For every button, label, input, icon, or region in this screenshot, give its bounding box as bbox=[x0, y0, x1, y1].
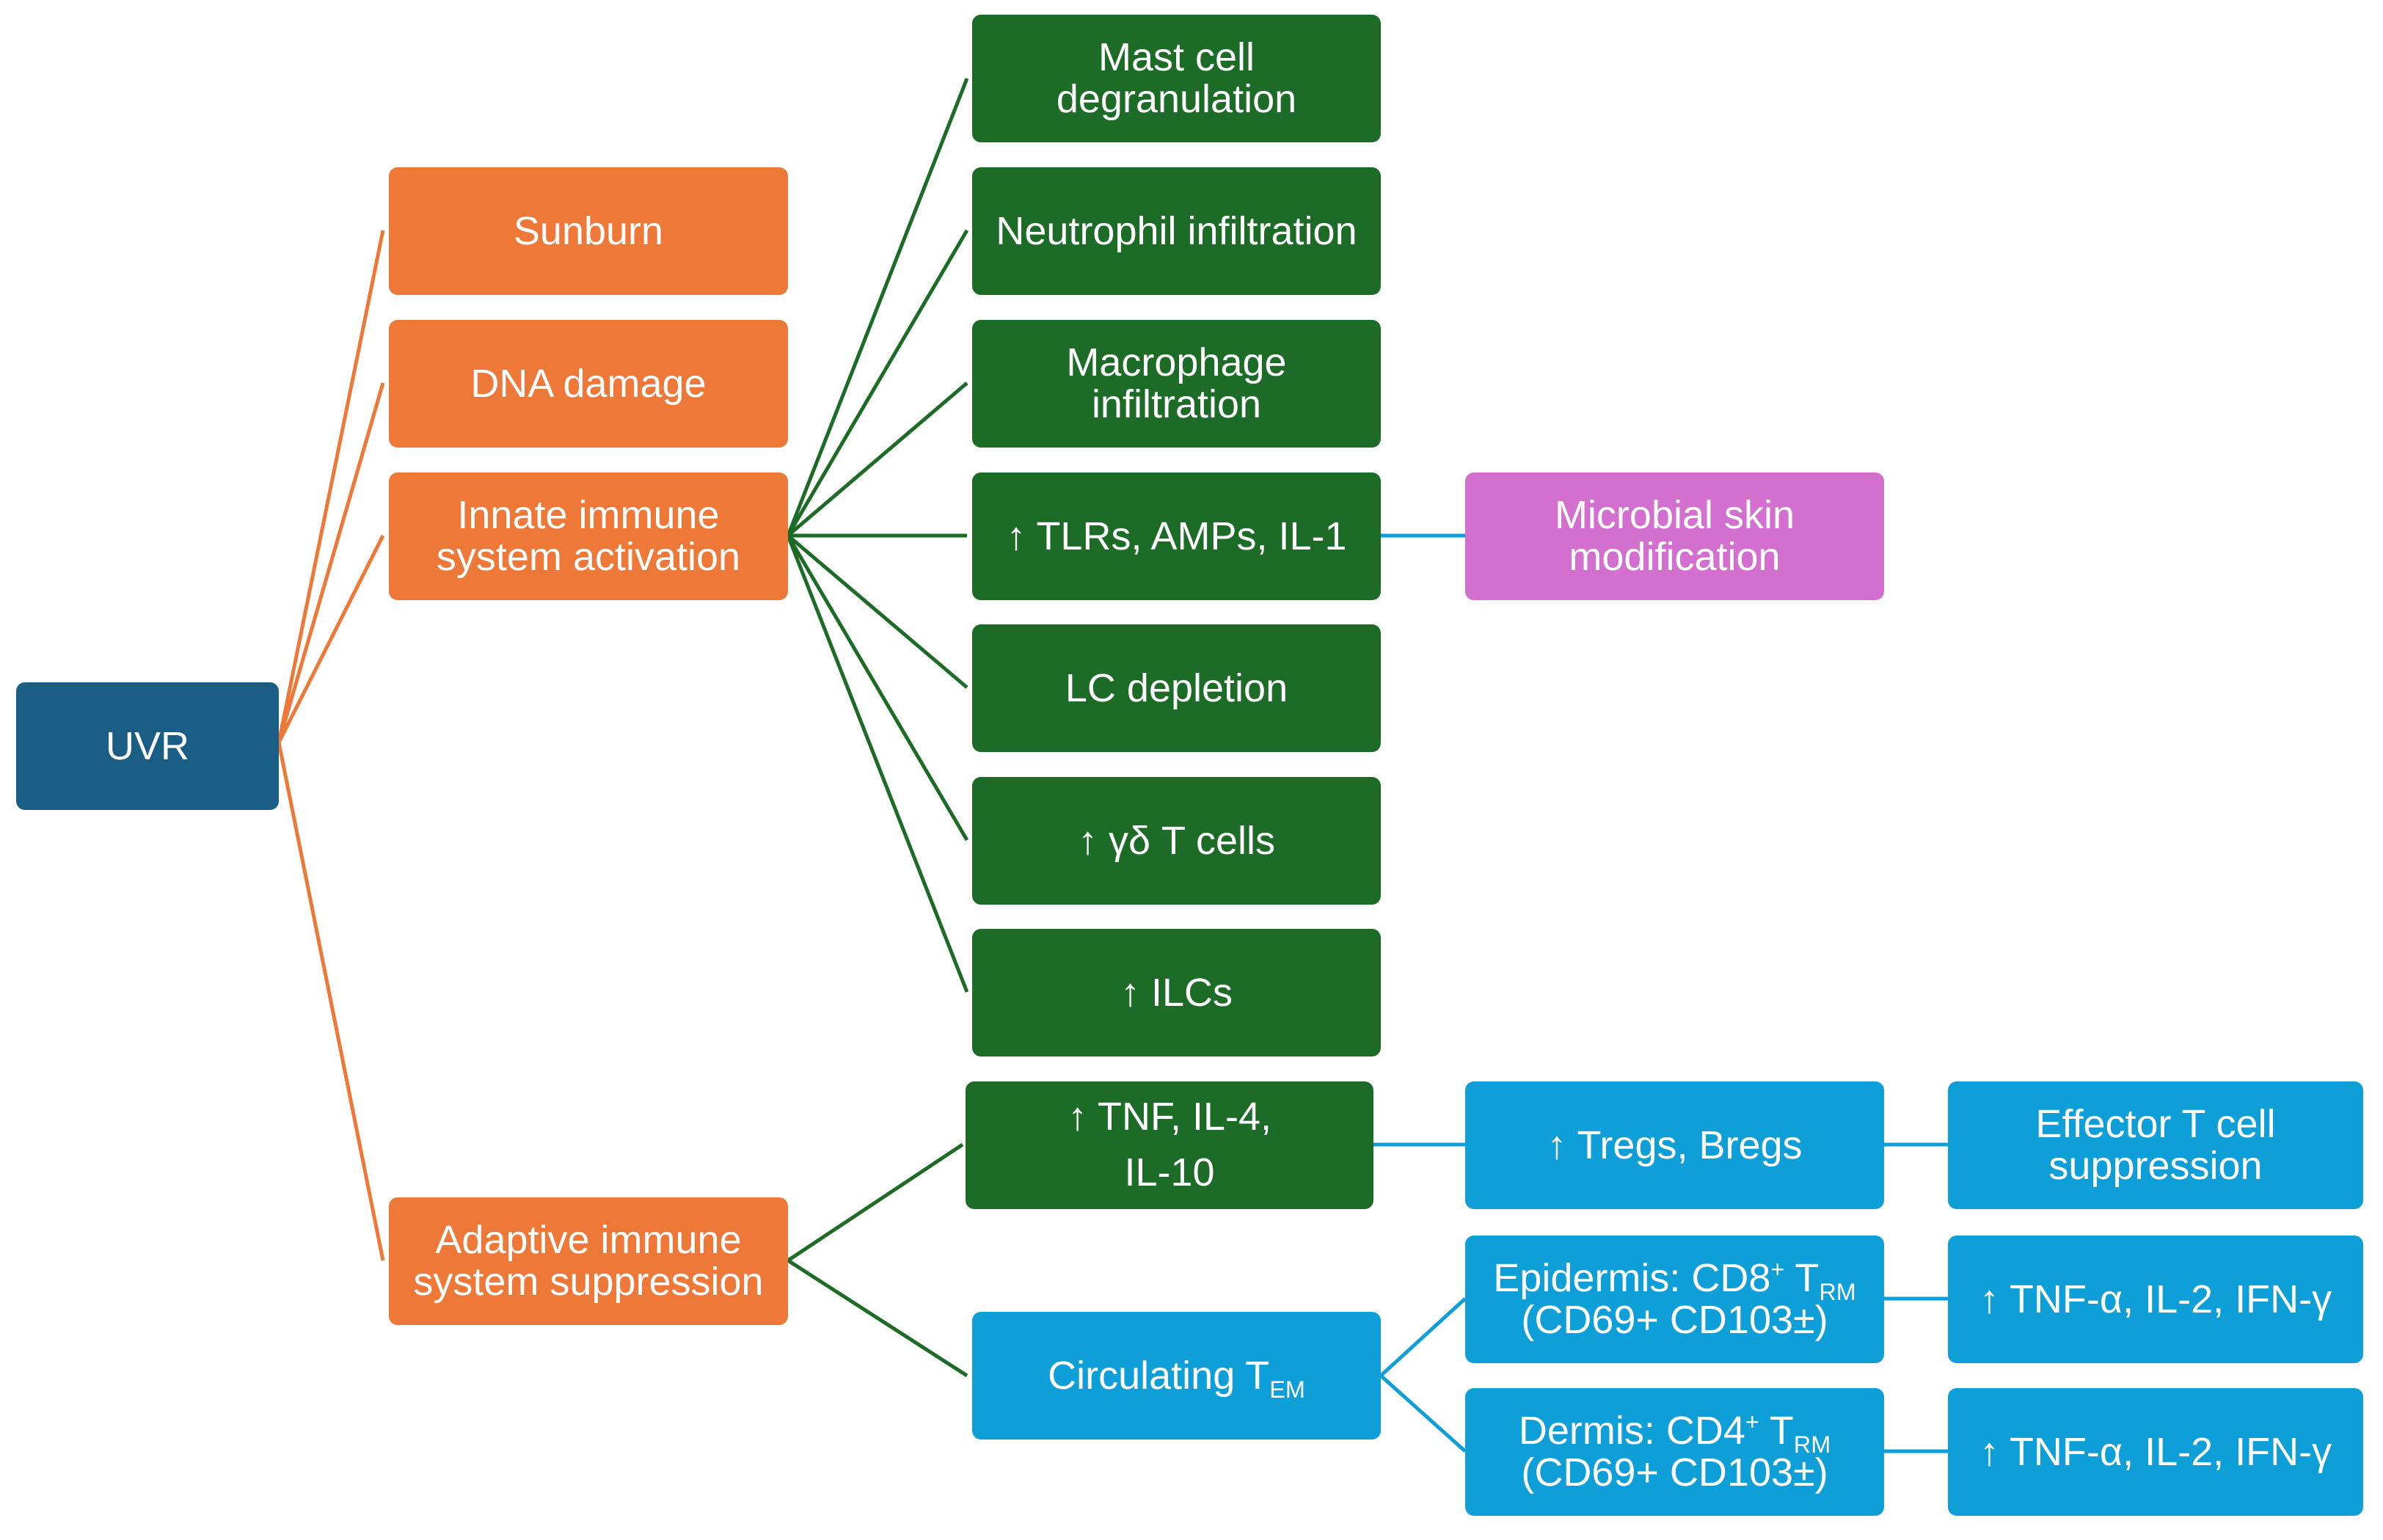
connector-innate-neutrophil bbox=[786, 229, 969, 537]
connector-innate-macrophage bbox=[787, 382, 968, 537]
connector-uvr-adaptive bbox=[277, 742, 385, 1261]
circulating-tem-node: Circulating TEM bbox=[972, 1312, 1381, 1439]
effector-suppression-label: Effector T cell suppression bbox=[2035, 1102, 2276, 1188]
tnf-il4-il10-node: ↑ TNF, IL-4, IL-10 bbox=[966, 1081, 1373, 1209]
sunburn-label: Sunburn bbox=[513, 208, 664, 253]
microbial-node: Microbial skin modification bbox=[1465, 472, 1884, 600]
innate-connectors bbox=[786, 78, 969, 1378]
innate-activation-label: Innate immune system activation bbox=[436, 493, 741, 579]
tlrs-label: ↑ TLRs, AMPs, IL-1 bbox=[1006, 514, 1347, 558]
connector-innate-ilcs bbox=[786, 535, 969, 993]
epidermis-line2: (CD69+ CD103±) bbox=[1521, 1298, 1828, 1342]
macrophage-node: Macrophage infiltration bbox=[972, 320, 1381, 448]
microbial-label: Microbial skin modification bbox=[1554, 493, 1795, 579]
dna-damage-label: DNA damage bbox=[470, 361, 707, 406]
connector-adaptive-circulating bbox=[787, 1258, 968, 1378]
tregs-bregs-label: ↑ Tregs, Bregs bbox=[1547, 1123, 1803, 1167]
dna-damage-node: DNA damage bbox=[389, 320, 788, 448]
uvr-label: UVR bbox=[105, 723, 189, 768]
connector-uvr-dna-damage bbox=[277, 382, 385, 743]
tregs-bregs-node: ↑ Tregs, Bregs bbox=[1465, 1081, 1884, 1209]
uvr-connectors bbox=[277, 230, 385, 1261]
epidermis-sub: RM bbox=[1819, 1279, 1856, 1306]
connector-adaptive-tnf bbox=[787, 1142, 964, 1263]
lc-depletion-label: LC depletion bbox=[1065, 665, 1288, 710]
epidermis-t: T bbox=[1784, 1256, 1820, 1301]
dermis-sup: + bbox=[1745, 1409, 1759, 1436]
macrophage-label: Macrophage infiltration bbox=[1066, 340, 1287, 426]
uvr-node: UVR bbox=[16, 682, 279, 810]
connector-innate-mast-cell bbox=[786, 78, 969, 536]
tnf-line2: IL-10 bbox=[1124, 1150, 1215, 1194]
dermis-line2: (CD69+ CD103±) bbox=[1521, 1450, 1828, 1495]
sunburn-node: Sunburn bbox=[389, 167, 788, 295]
dermis-line1: Dermis: CD4+ TRM bbox=[1518, 1409, 1831, 1456]
cytokines-dermis-label: ↑ TNF-α, IL-2, IFN-γ bbox=[1979, 1429, 2332, 1474]
cytokines-epidermis-node: ↑ TNF-α, IL-2, IFN-γ bbox=[1948, 1236, 2363, 1363]
ilcs-node: ↑ ILCs bbox=[972, 929, 1381, 1057]
mast-cell-label: Mast cell degranulation bbox=[1056, 35, 1297, 121]
mast-cell-node: Mast cell degranulation bbox=[972, 15, 1381, 142]
cytokines-dermis-node: ↑ TNF-α, IL-2, IFN-γ bbox=[1948, 1388, 2363, 1516]
dermis-sub: RM bbox=[1793, 1431, 1831, 1459]
connector-circulating-dermis bbox=[1379, 1374, 1467, 1453]
connector-innate-gd-t-cells bbox=[786, 534, 969, 842]
innate-activation-node: Innate immune system activation bbox=[389, 472, 788, 600]
blue-connectors bbox=[1373, 533, 1948, 1453]
tlrs-node: ↑ TLRs, AMPs, IL-1 bbox=[972, 472, 1381, 600]
connector-innate-lc-depletion bbox=[787, 534, 968, 689]
neutrophil-node: Neutrophil infiltration bbox=[972, 167, 1381, 295]
adaptive-suppression-node: Adaptive immune system suppression bbox=[389, 1197, 788, 1325]
ilcs-label: ↑ ILCs bbox=[1120, 970, 1233, 1015]
connector-circulating-epidermis bbox=[1379, 1297, 1467, 1377]
effector-suppression-node: Effector T cell suppression bbox=[1948, 1081, 2363, 1209]
epidermis-sup: + bbox=[1770, 1256, 1785, 1283]
neutrophil-label: Neutrophil infiltration bbox=[996, 208, 1357, 253]
connector-uvr-innate bbox=[277, 534, 385, 744]
gd-t-cells-node: ↑ γδ T cells bbox=[972, 777, 1381, 905]
adaptive-suppression-label: Adaptive immune system suppression bbox=[413, 1218, 764, 1304]
circulating-tem-label: Circulating TEM bbox=[1048, 1353, 1305, 1401]
circulating-main: Circulating T bbox=[1048, 1353, 1270, 1398]
gd-t-cells-label: ↑ γδ T cells bbox=[1077, 818, 1276, 863]
tnf-line1: ↑ TNF, IL-4, bbox=[1067, 1095, 1272, 1139]
dermis-prefix: Dermis: CD4 bbox=[1518, 1409, 1745, 1453]
epidermis-prefix: Epidermis: CD8 bbox=[1493, 1256, 1771, 1301]
circulating-sub: EM bbox=[1269, 1376, 1305, 1403]
connector-uvr-sunburn bbox=[277, 230, 385, 743]
lc-depletion-node: LC depletion bbox=[972, 624, 1381, 752]
cytokines-epidermis-label: ↑ TNF-α, IL-2, IFN-γ bbox=[1979, 1277, 2332, 1321]
epidermis-trm-node: Epidermis: CD8+ TRM (CD69+ CD103±) bbox=[1465, 1236, 1884, 1363]
dermis-t: T bbox=[1759, 1409, 1794, 1453]
epidermis-line1: Epidermis: CD8+ TRM bbox=[1493, 1256, 1855, 1304]
dermis-trm-node: Dermis: CD4+ TRM (CD69+ CD103±) bbox=[1465, 1388, 1884, 1516]
